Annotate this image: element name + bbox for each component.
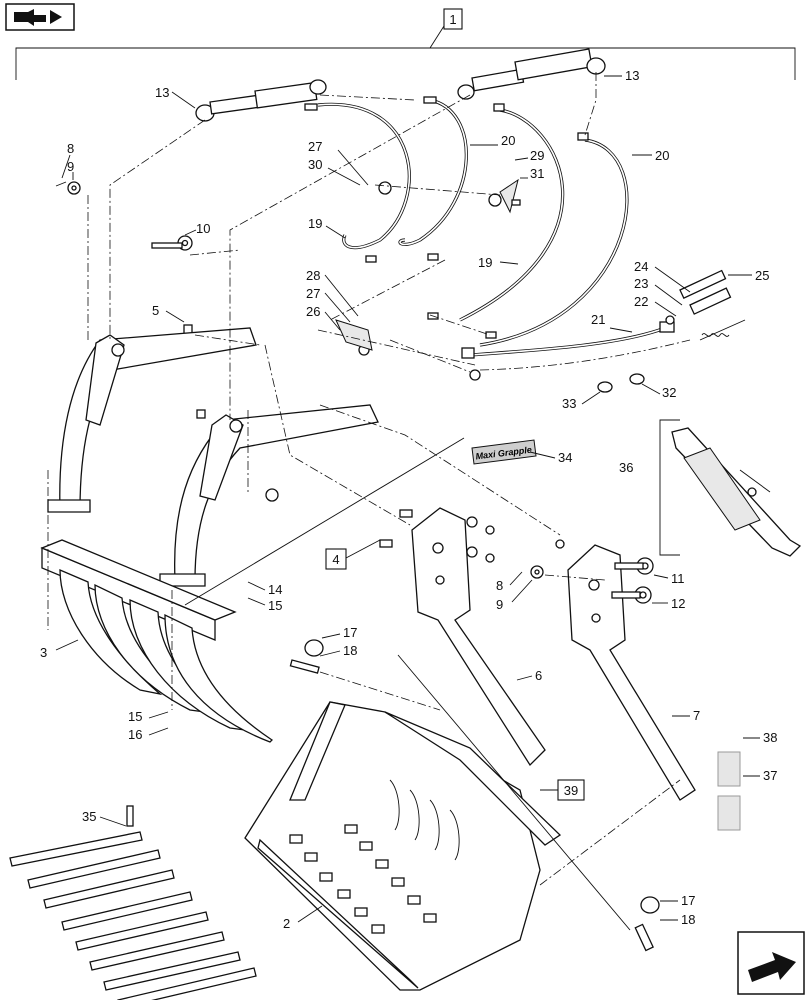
- callout-15b: 15: [128, 709, 142, 724]
- callout-6: 6: [535, 668, 542, 683]
- fittings: [304, 96, 675, 381]
- callout-2: 2: [283, 916, 290, 931]
- callout-3: 3: [40, 645, 47, 660]
- section-label-4: 4: [332, 552, 339, 567]
- callout-29: 29: [530, 148, 544, 163]
- callout-24: 24: [634, 259, 648, 274]
- callout-30: 30: [308, 157, 322, 172]
- callout-31: 31: [530, 166, 544, 181]
- callout-9b: 9: [496, 597, 503, 612]
- callout-9a: 9: [67, 159, 74, 174]
- pins-and-bolts: [265, 488, 654, 604]
- grapple-arm-right[interactable]: [159, 404, 379, 587]
- callout-12: 12: [671, 596, 685, 611]
- decal-37[interactable]: [717, 795, 741, 831]
- lynch-pin-bottom: [634, 896, 660, 952]
- coupler-parts: [665, 269, 746, 341]
- lynch-pin-top: [289, 639, 324, 674]
- leader-4a: [184, 437, 465, 606]
- callout-26: 26: [306, 304, 320, 319]
- callout-20a: 20: [501, 133, 515, 148]
- callout-11: 11: [671, 571, 685, 586]
- callout-labels: 13 13 8 9 27 30 20 29 31 20 10 19 19 24 …: [40, 68, 777, 931]
- hose-bracket: [335, 319, 373, 351]
- callout-27b: 27: [306, 286, 320, 301]
- callout-19b: 19: [478, 255, 492, 270]
- callout-18a: 18: [343, 643, 357, 658]
- assembly-lines: [47, 72, 681, 886]
- callout-7: 7: [693, 708, 700, 723]
- cylinder-right[interactable]: [457, 48, 606, 100]
- callout-37: 37: [763, 768, 777, 783]
- callout-15a: 15: [268, 598, 282, 613]
- callout-22: 22: [634, 294, 648, 309]
- teeth-35[interactable]: [9, 805, 257, 1000]
- book-arrow-icon[interactable]: [5, 3, 75, 31]
- assembly-label-box[interactable]: 1: [443, 8, 463, 30]
- mount-plate-7[interactable]: [567, 544, 696, 801]
- grapple-tines[interactable]: [40, 539, 274, 743]
- callout-32: 32: [662, 385, 676, 400]
- callout-21: 21: [591, 312, 605, 327]
- callout-25: 25: [755, 268, 769, 283]
- section-label-39: 39: [564, 783, 578, 798]
- leader-4b: [345, 539, 381, 559]
- callout-19a: 19: [308, 216, 322, 231]
- callout-10: 10: [196, 221, 210, 236]
- callout-13b: 13: [625, 68, 639, 83]
- leader-39a: [397, 654, 631, 931]
- callout-8b: 8: [496, 578, 503, 593]
- section-label-4-box[interactable]: 4: [325, 548, 347, 570]
- callout-18b: 18: [681, 912, 695, 927]
- grapple-arm-left[interactable]: [47, 327, 257, 513]
- callout-13a: 13: [155, 85, 169, 100]
- callout-36: 36: [619, 460, 633, 475]
- callout-17b: 17: [681, 893, 695, 908]
- callout-23: 23: [634, 276, 648, 291]
- callout-35: 35: [82, 809, 96, 824]
- callout-33: 33: [562, 396, 576, 411]
- mount-plate-6[interactable]: [411, 507, 546, 767]
- decal-38[interactable]: [717, 751, 741, 787]
- assembly-bracket: [15, 25, 796, 80]
- small-hardware: [55, 181, 206, 419]
- assembly-label: 1: [449, 12, 456, 27]
- callout-17a: 17: [343, 625, 357, 640]
- hose-clip: [499, 178, 521, 214]
- callout-20b: 20: [655, 148, 669, 163]
- next-page-arrow-icon[interactable]: [737, 931, 805, 995]
- callout-16: 16: [128, 727, 142, 742]
- callout-5: 5: [152, 303, 159, 318]
- callout-38: 38: [763, 730, 777, 745]
- hoses: [317, 98, 691, 371]
- callout-27a: 27: [308, 139, 322, 154]
- cylinder-left[interactable]: [195, 79, 327, 122]
- callout-28: 28: [306, 268, 320, 283]
- bucket[interactable]: [244, 701, 562, 991]
- clamps: [597, 373, 645, 393]
- guard-36-group[interactable]: [659, 419, 802, 557]
- maxi-grapple-decal[interactable]: Maxi Grapple: [471, 439, 537, 465]
- callout-34: 34: [558, 450, 572, 465]
- callout-8a: 8: [67, 141, 74, 156]
- callout-14: 14: [268, 582, 282, 597]
- section-label-39-box[interactable]: 39: [557, 779, 585, 801]
